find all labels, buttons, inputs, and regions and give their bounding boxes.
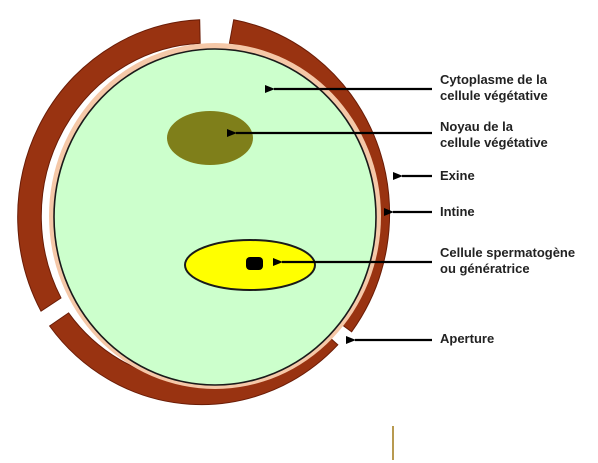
label-intine: Intine [440, 204, 475, 220]
blank-caption-box [116, 426, 394, 460]
generative-nucleus [246, 257, 263, 270]
label-cytoplasm: Cytoplasme de la cellule végétative [440, 72, 548, 104]
vegetative-nucleus [167, 111, 253, 165]
label-aperture: Aperture [440, 331, 494, 347]
label-vegetative-nucleus: Noyau de la cellule végétative [440, 119, 548, 151]
label-exine: Exine [440, 168, 475, 184]
label-generative-cell: Cellule spermatogène ou génératrice [440, 245, 575, 277]
cytoplasm [54, 49, 376, 385]
